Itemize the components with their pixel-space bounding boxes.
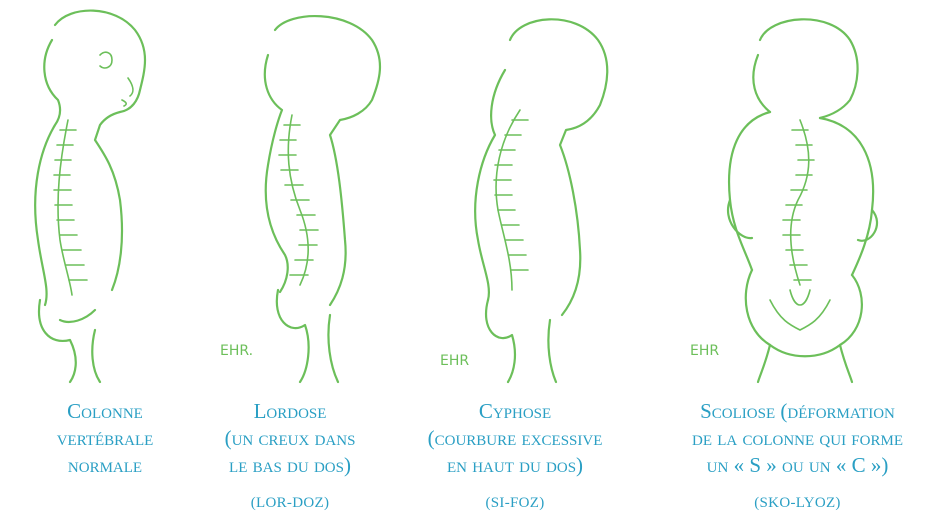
artist-signature-2: EHR xyxy=(440,353,469,369)
pronunciation-lordosis: (LOR-DOZ) xyxy=(195,495,385,512)
caption-line: (courbure excessive xyxy=(400,425,630,452)
caption-line: un « S » ou un « C ») xyxy=(660,452,935,479)
caption-line: Scoliose (déformation xyxy=(660,398,935,425)
caption-normal-spine: Colonne vertébrale normale xyxy=(10,398,200,479)
figure-scoliosis: EHR xyxy=(690,19,877,382)
caption-line: vertébrale xyxy=(10,425,200,452)
artist-signature: EHR. xyxy=(220,343,253,359)
spine-normal xyxy=(54,120,87,295)
caption-line: (un creux dans xyxy=(195,425,385,452)
caption-line: Cyphose xyxy=(400,398,630,425)
caption-lordosis: Lordose (un creux dans le bas du dos) xyxy=(195,398,385,479)
caption-line: normale xyxy=(10,452,200,479)
caption-line: en haut du dos) xyxy=(400,452,630,479)
caption-scoliosis: Scoliose (déformation de la colonne qui … xyxy=(660,398,935,479)
caption-line: le bas du dos) xyxy=(195,452,385,479)
illustrations: EHR. EHR EHR xyxy=(0,0,940,385)
figure-lordosis: EHR. xyxy=(220,16,380,382)
pronunciation-kyphosis: (SI-FOZ) xyxy=(400,495,630,512)
spine-kyphosis xyxy=(494,110,528,290)
artist-signature-3: EHR xyxy=(690,343,719,359)
caption-line: Lordose xyxy=(195,398,385,425)
spine-scoliosis xyxy=(783,120,814,285)
caption-line: de la colonne qui forme xyxy=(660,425,935,452)
caption-line: Colonne xyxy=(10,398,200,425)
caption-kyphosis: Cyphose (courbure excessive en haut du d… xyxy=(400,398,630,479)
pronunciation-scoliosis: (SKO-LYOZ) xyxy=(660,495,935,512)
figure-kyphosis: EHR xyxy=(440,19,607,382)
figure-normal-spine xyxy=(35,11,145,382)
spine-lordosis xyxy=(279,115,318,285)
